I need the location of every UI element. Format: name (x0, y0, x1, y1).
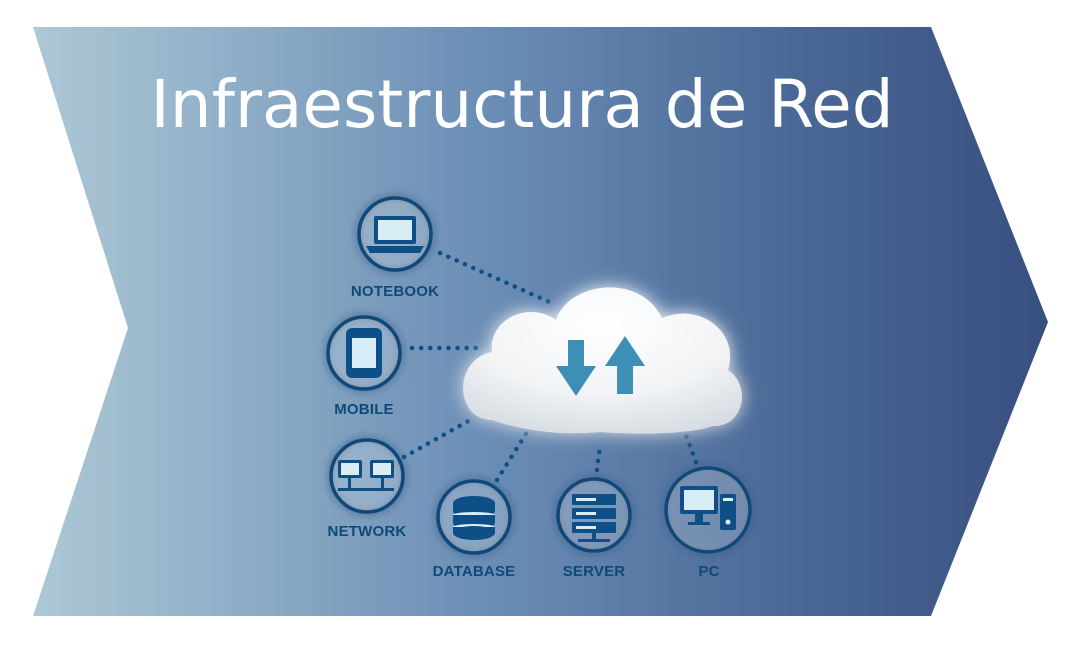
pc-label: PC (698, 563, 719, 580)
network-label: NETWORK (328, 523, 407, 540)
diagram-title: Infraestructura de Red (150, 66, 893, 143)
notebook-label: NOTEBOOK (351, 283, 439, 300)
laptop-icon (366, 216, 424, 253)
cloud-upload-download-icon (556, 336, 645, 396)
connector-server (594, 443, 603, 473)
server-label: SERVER (563, 563, 626, 580)
desktop-pc-icon (680, 486, 736, 530)
mobile-label: MOBILE (334, 401, 394, 418)
node-database: DATABASE (433, 479, 516, 580)
connector-database (494, 429, 530, 483)
node-server: SERVER (556, 477, 632, 580)
node-pc: PC (664, 466, 752, 580)
cloud-shape (463, 287, 742, 434)
network-icon (338, 460, 394, 491)
smartphone-icon (346, 328, 382, 378)
database-icon (453, 496, 495, 540)
node-notebook: NOTEBOOK (351, 196, 439, 300)
node-network: NETWORK (328, 438, 407, 540)
connector-network (401, 417, 473, 460)
connector-notebook (437, 250, 559, 308)
node-mobile: MOBILE (326, 315, 402, 418)
connector-pc (681, 427, 699, 465)
cloud-node (463, 287, 742, 434)
database-label: DATABASE (433, 563, 516, 580)
server-icon (572, 494, 616, 542)
connectors (401, 250, 699, 483)
